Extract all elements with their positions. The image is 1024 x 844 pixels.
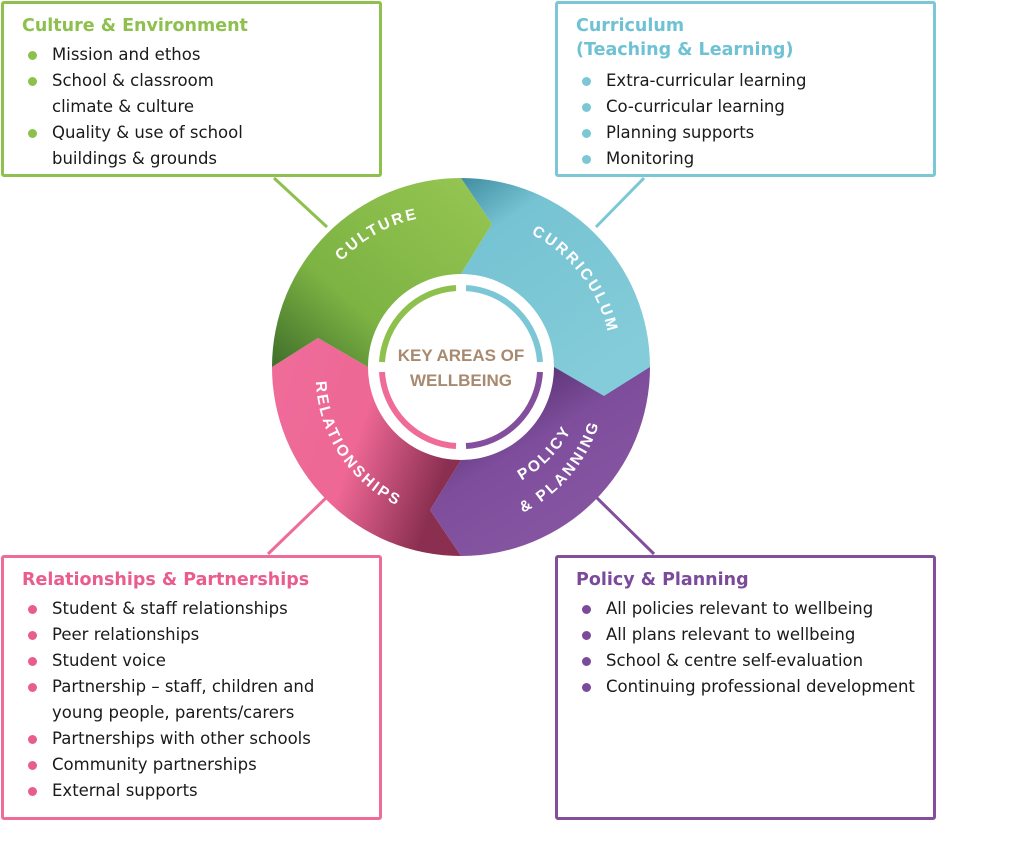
- curriculum-box-list: Extra-curricular learning Co-curricular …: [576, 68, 923, 172]
- inner-ring: [379, 285, 543, 449]
- list-item: Mission and ethos: [22, 42, 369, 68]
- curriculum-box-title-line1: Curriculum: [576, 16, 685, 36]
- list-item: Continuing professional development: [576, 674, 923, 700]
- list-item: All plans relevant to wellbeing: [576, 622, 923, 648]
- list-item: Community partnerships: [22, 752, 369, 778]
- center-title-line1: KEY AREAS OF: [398, 346, 525, 365]
- list-item: Monitoring: [576, 146, 923, 172]
- curriculum-box-title: Curriculum (Teaching & Learning): [576, 14, 923, 62]
- culture-box-list: Mission and ethos School & classroom cli…: [22, 42, 369, 172]
- culture-environment-box: Culture & Environment Mission and ethos …: [1, 1, 382, 177]
- center-title-line2: WELLBEING: [410, 371, 512, 390]
- connector-lines: [266, 176, 656, 556]
- list-item: Peer relationships: [22, 622, 369, 648]
- relationships-box-title: Relationships & Partnerships: [22, 570, 310, 590]
- relationships-box-list: Student & staff relationships Peer relat…: [22, 596, 369, 804]
- list-item: All policies relevant to wellbeing: [576, 596, 923, 622]
- curriculum-box: Curriculum (Teaching & Learning) Extra-c…: [555, 1, 936, 177]
- center-disk: [369, 275, 553, 459]
- culture-box-title: Culture & Environment: [22, 16, 248, 36]
- list-item: Student voice: [22, 648, 369, 674]
- list-item: Quality & use of school buildings & grou…: [22, 120, 369, 172]
- policy-box-title: Policy & Planning: [576, 570, 749, 590]
- list-item: Partnership – staff, children and young …: [22, 674, 369, 726]
- list-item: Student & staff relationships: [22, 596, 369, 622]
- list-item: External supports: [22, 778, 369, 804]
- list-item: School & classroom climate & culture: [22, 68, 369, 120]
- segment-culture: [272, 178, 492, 367]
- list-item: Extra-curricular learning: [576, 68, 923, 94]
- segment-relationships: [272, 338, 461, 556]
- segment-policy: [430, 367, 650, 556]
- list-item: School & centre self-evaluation: [576, 648, 923, 674]
- policy-box-list: All policies relevant to wellbeing All p…: [576, 596, 923, 700]
- policy-planning-box: Policy & Planning All policies relevant …: [555, 555, 936, 820]
- list-item: Planning supports: [576, 120, 923, 146]
- segment-curriculum: [461, 178, 650, 396]
- relationships-partnerships-box: Relationships & Partnerships Student & s…: [1, 555, 382, 820]
- list-item: Partnerships with other schools: [22, 726, 369, 752]
- curriculum-box-title-line2: (Teaching & Learning): [576, 40, 794, 60]
- list-item: Co-curricular learning: [576, 94, 923, 120]
